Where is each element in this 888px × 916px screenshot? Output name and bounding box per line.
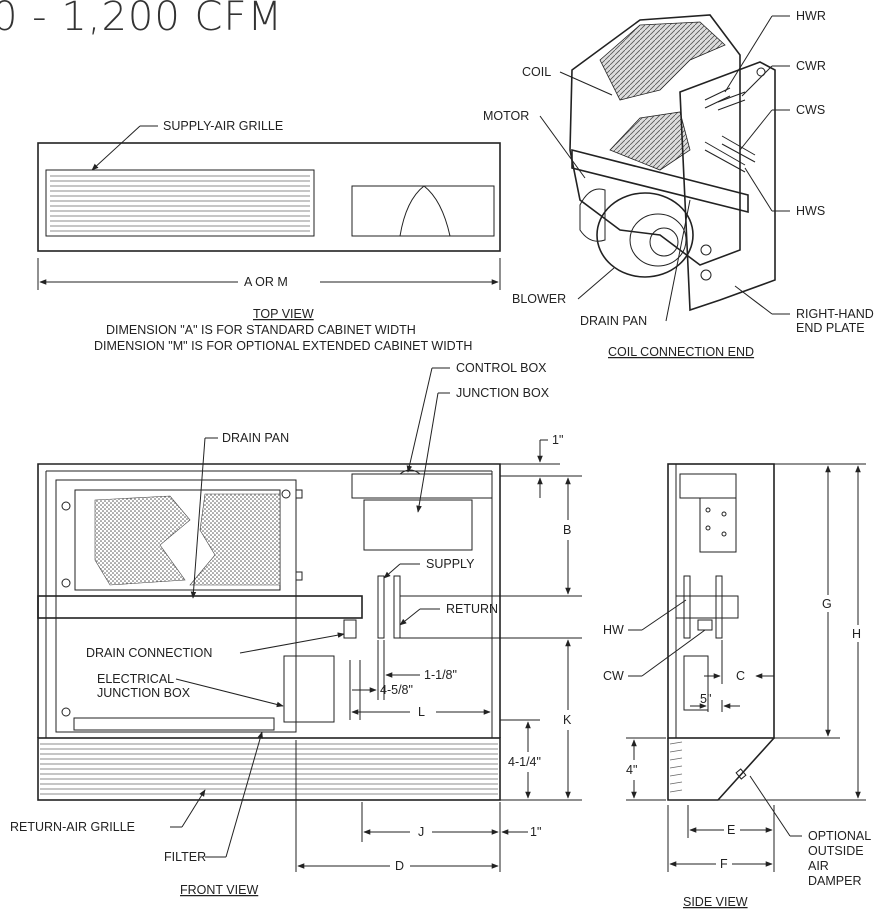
side-grille-louvers [669,741,683,793]
supply-pipe-2 [393,575,401,639]
dim-g: G [822,597,832,611]
label-cwr: CWR [796,59,826,73]
dim-f: F [720,857,728,871]
note-dimension-a: DIMENSION "A" IS FOR STANDARD CABINET WI… [106,323,416,337]
dim-k: K [563,713,572,727]
dim-4-5-8: 4-5/8" [380,683,413,697]
dim-1in-bottom: 1" [530,825,541,839]
drain-connection [343,619,357,639]
coil-hatch-right [189,493,281,586]
label-return-air-grille: RETURN-AIR GRILLE [10,820,135,834]
dim-4in: 4" [626,763,637,777]
dim-4-1-4: 4-1/4" [508,755,541,769]
dim-h: H [852,627,861,641]
label-filter: FILTER [164,850,206,864]
label-cws: CWS [796,103,825,117]
coil-fins-middle [609,111,691,171]
label-end-plate-2: END PLATE [796,321,865,335]
label-return: RETURN [446,602,498,616]
coil-body [569,14,741,266]
label-hws: HWS [796,204,825,218]
dim-b: B [563,523,571,537]
label-electrical-junction-box: JUNCTION BOX [97,686,191,700]
coil-fins-top [599,21,726,101]
label-damper-3: AIR [808,859,829,873]
dim-e: E [727,823,735,837]
side-junction-box [699,497,737,553]
label-damper-4: DAMPER [808,874,861,888]
label-end-plate-1: RIGHT-HAND [796,307,874,321]
filter-strip [73,717,275,731]
dim-1in-top: 1" [552,433,563,447]
blower-housing [596,192,694,278]
dim-l: L [418,705,425,719]
side-control-box [679,473,737,499]
label-electrical: ELECTRICAL [97,672,174,686]
label-drain-pan-front: DRAIN PAN [222,431,289,445]
dim-c: C [736,669,745,683]
door-handle [399,185,451,237]
dim-a-or-m: A OR M [244,275,288,289]
top-view: SUPPLY-AIR GRILLE A OR M TOP VIEW DIMENS… [37,119,501,353]
supply-pipe-1 [377,575,385,639]
motor [579,188,606,242]
side-grille-base [667,737,775,801]
dim-d: D [395,859,404,873]
coil-hatch-left [94,495,191,586]
top-access-door [351,185,495,237]
label-supply: SUPPLY [426,557,475,571]
supply-air-grille-top [45,169,315,237]
caption-coil-connection-end: COIL CONNECTION END [608,345,754,359]
junction-box [363,499,473,551]
side-view: HW CW C 5" 4" G H E [603,463,871,909]
electrical-junction-box [283,655,335,723]
label-damper-2: OUTSIDE [808,844,864,858]
front-view: CONTROL BOX JUNCTION BOX DRAIN PAN SUPPL… [10,361,582,897]
caption-side-view: SIDE VIEW [683,895,748,909]
caption-top-view: TOP VIEW [253,307,314,321]
label-motor: MOTOR [483,109,529,123]
dim-1-1-8: 1-1/8" [424,668,457,682]
coil-frame [55,479,297,733]
caption-front-view: FRONT VIEW [180,883,258,897]
label-coil: COIL [522,65,551,79]
note-dimension-m: DIMENSION "M" IS FOR OPTIONAL EXTENDED C… [94,339,472,353]
label-drain-pan: DRAIN PAN [580,314,647,328]
dim-j: J [418,825,424,839]
label-damper-1: OPTIONAL [808,829,871,843]
side-cabinet [667,463,775,739]
drain-pan [37,595,363,619]
supply-grille-louvers [50,175,310,232]
page-title: 0 - 1,200 CFM [0,0,283,40]
label-drain-connection: DRAIN CONNECTION [86,646,212,660]
right-hand-end-plate [679,61,776,312]
label-cw: CW [603,669,624,683]
dim-5in: 5" [700,692,711,706]
drain-pan-bar [571,148,749,214]
return-air-grille-front [37,737,501,801]
side-drain-pan [675,595,739,619]
label-control-box: CONTROL BOX [456,361,547,375]
label-supply-air-grille: SUPPLY-AIR GRILLE [163,119,283,133]
top-view-cabinet [37,142,501,252]
coil-connection-end-view: COIL MOTOR BLOWER DRAIN PAN HWR CWR CWS … [483,9,874,359]
label-hw: HW [603,623,624,637]
label-blower: BLOWER [512,292,566,306]
return-grille-louvers [40,743,498,795]
label-hwr: HWR [796,9,826,23]
label-junction-box: JUNCTION BOX [456,386,550,400]
control-box [351,473,493,499]
pipe-stubs [704,87,756,173]
